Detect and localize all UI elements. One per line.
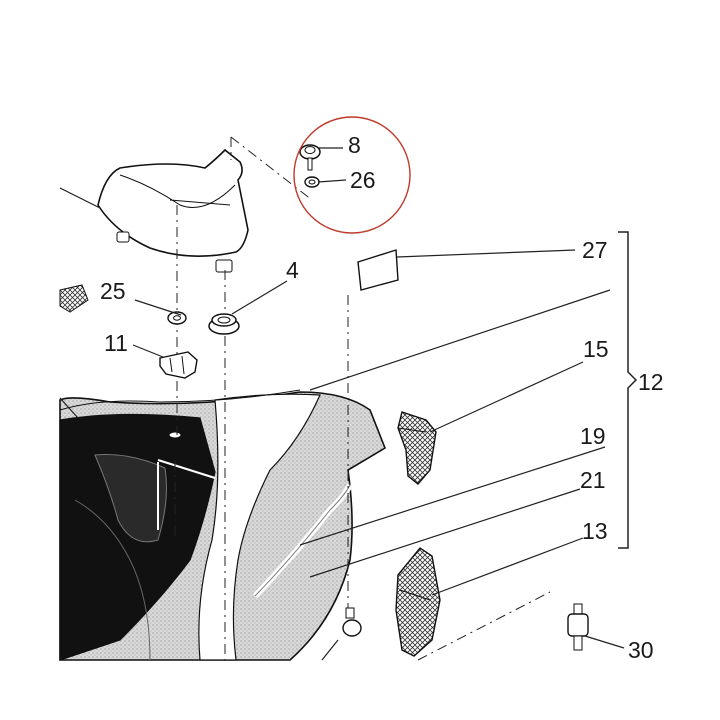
part-26-washer (304, 176, 320, 188)
part-15-vent-insert (397, 411, 437, 485)
part-30-rubber-mount (567, 603, 589, 651)
grommet-near-13 (342, 607, 362, 637)
callout-21: 21 (580, 467, 606, 493)
callout-12: 12 (638, 369, 664, 395)
callout-4: 4 (286, 257, 299, 283)
part-27-label-sticker (357, 249, 399, 291)
seat-pad (97, 148, 249, 273)
callout-13: 13 (582, 518, 608, 544)
part-13-side-vent (395, 547, 441, 657)
callout-8: 8 (348, 132, 361, 158)
callout-25: 25 (100, 278, 126, 304)
callout-30: 30 (628, 637, 654, 663)
callout-26: 26 (350, 167, 376, 193)
part-25-washer (167, 311, 187, 325)
group-bracket-12 (618, 231, 638, 549)
rear-fairing-body (59, 389, 386, 661)
callout-labels: 8 26 27 4 25 11 15 19 21 13 12 30 (100, 132, 664, 663)
part-8-bolt (299, 144, 321, 171)
callout-19: 19 (580, 423, 606, 449)
side-mesh-fragment (59, 284, 89, 313)
callout-27: 27 (582, 237, 608, 263)
highlight-circle (293, 116, 411, 234)
callout-15: 15 (583, 336, 609, 362)
part-11-clip (159, 351, 198, 379)
leader-lines (59, 147, 625, 661)
part-4-grommet (208, 313, 240, 335)
callout-11: 11 (104, 330, 128, 356)
